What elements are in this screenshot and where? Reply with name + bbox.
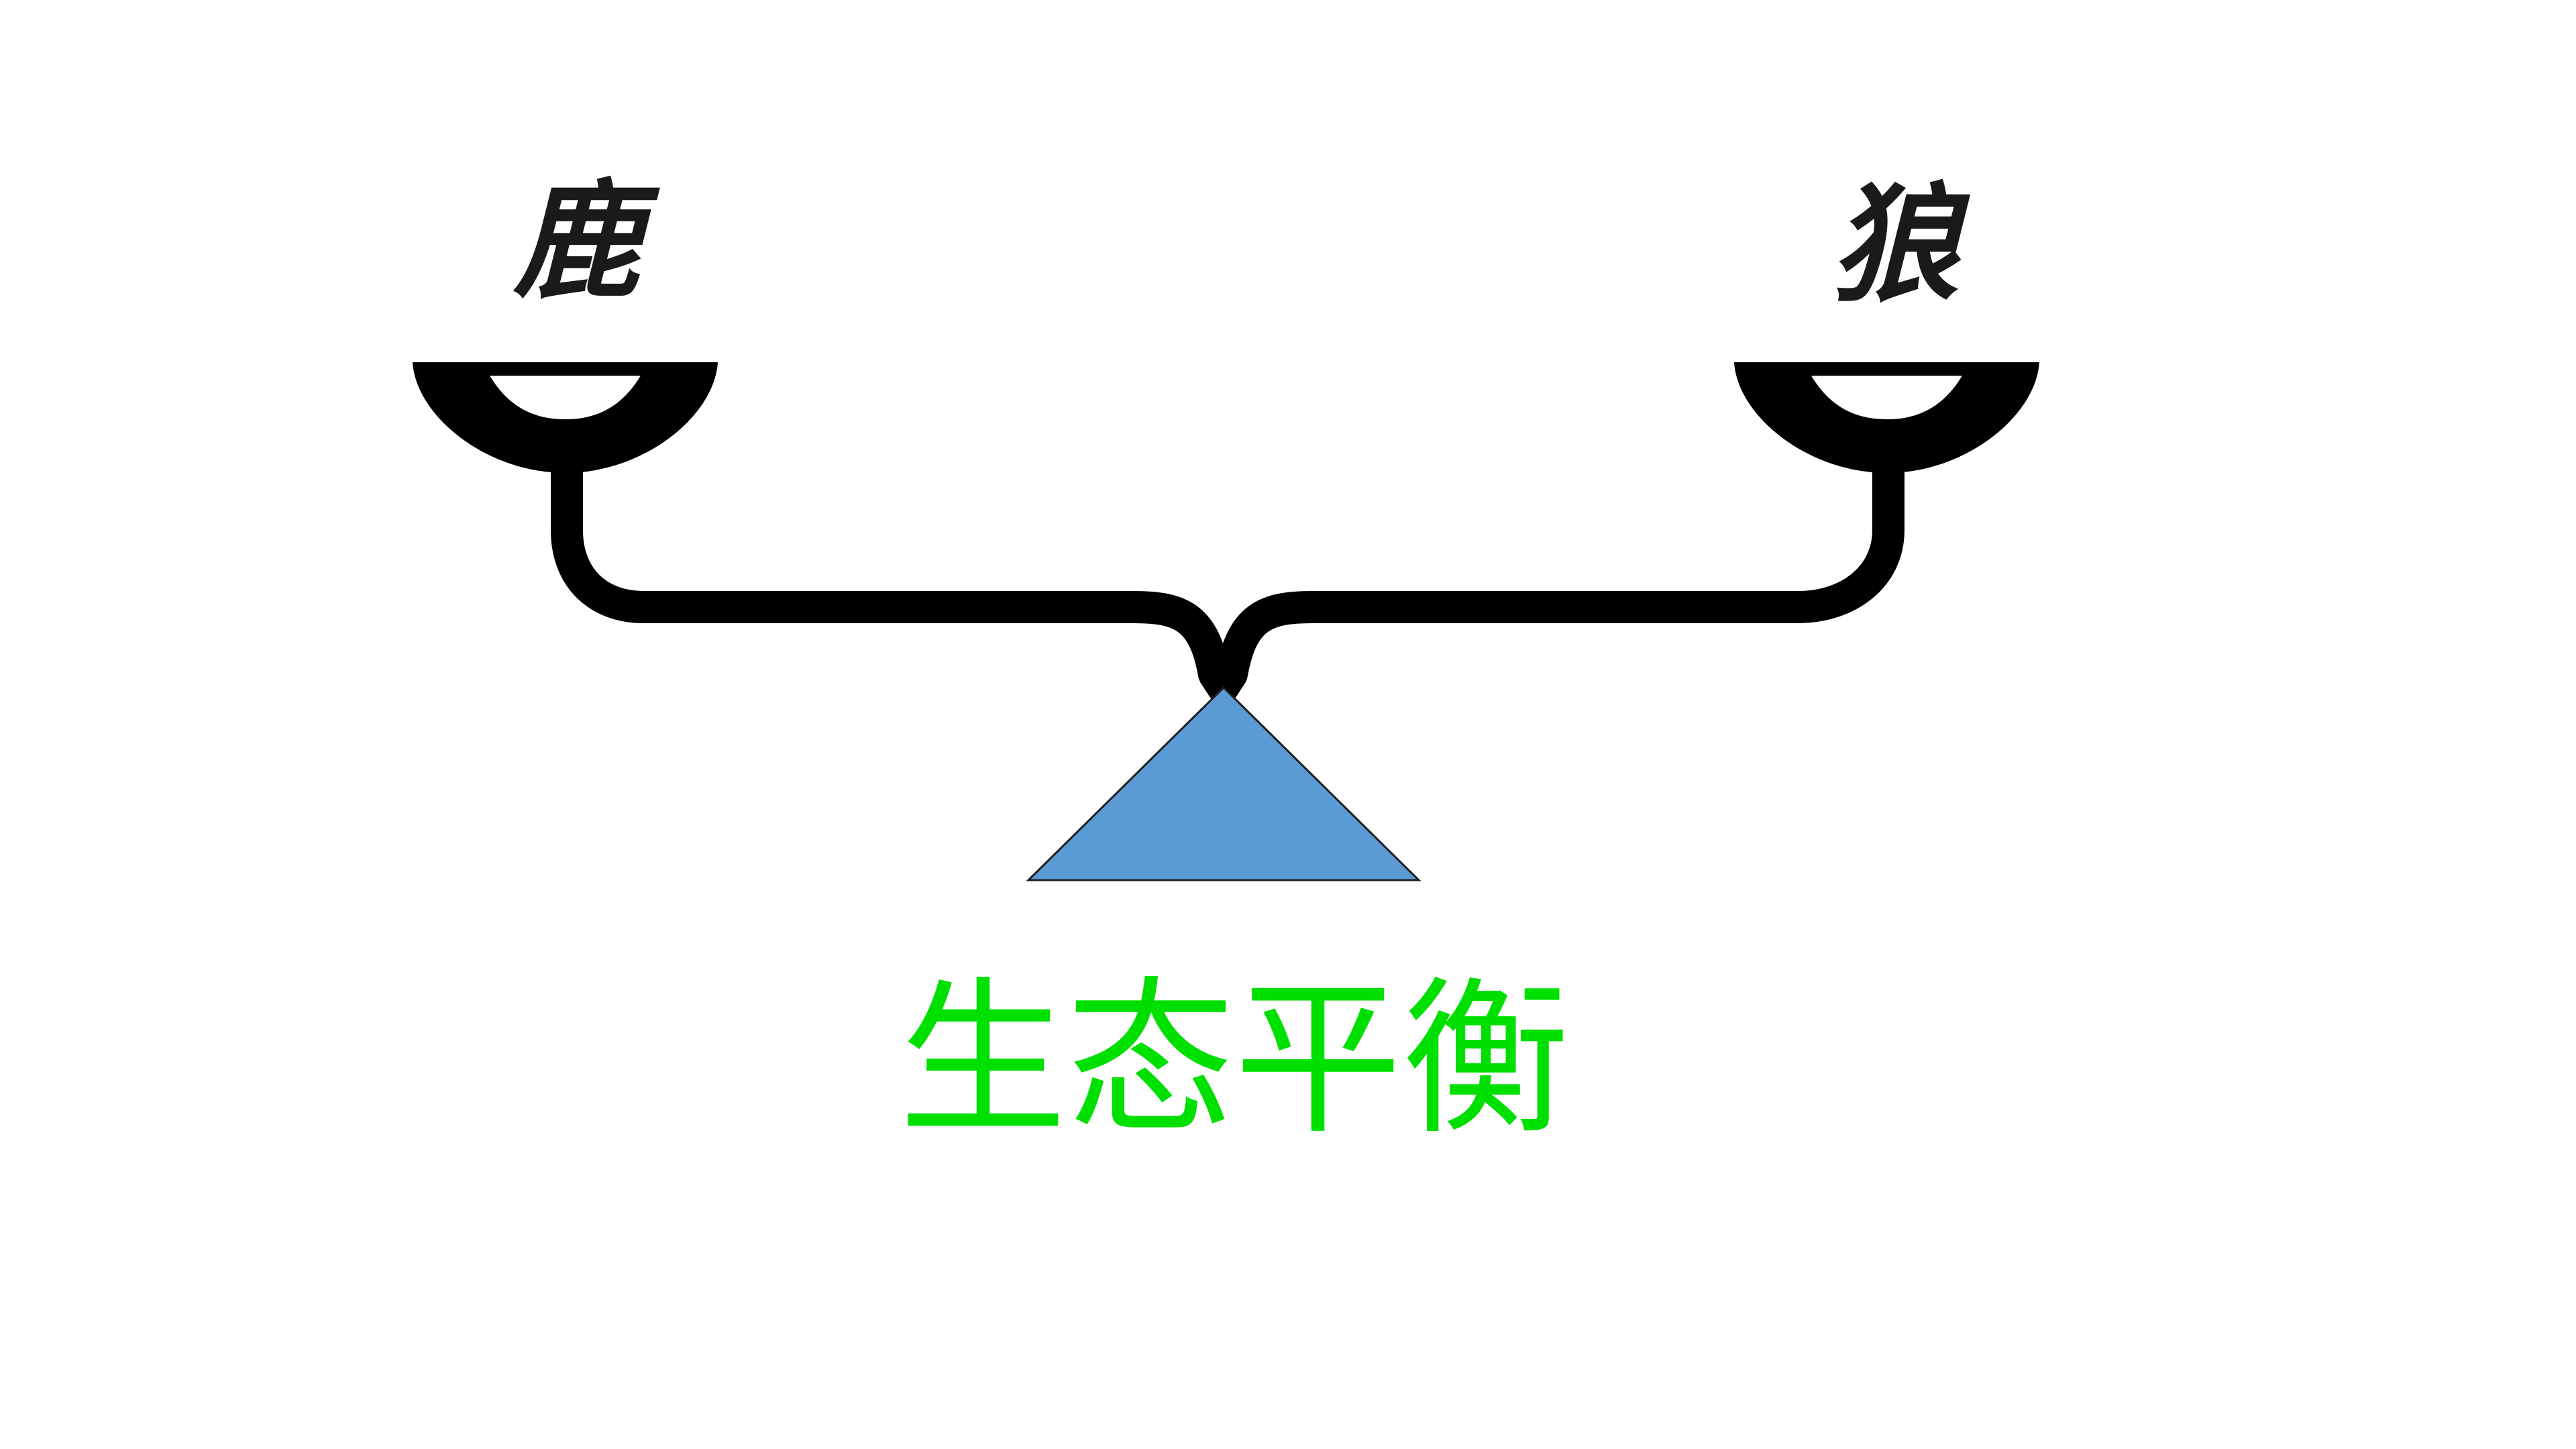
right-pan-label: 狼	[1831, 170, 1960, 319]
left-pan	[413, 362, 718, 473]
diagram-caption: 生态平衡	[899, 962, 1570, 1157]
left-pan-label: 鹿	[513, 166, 641, 316]
balance-beam	[551, 470, 1904, 704]
fulcrum-triangle	[1026, 686, 1421, 881]
right-pan	[1734, 362, 2039, 473]
